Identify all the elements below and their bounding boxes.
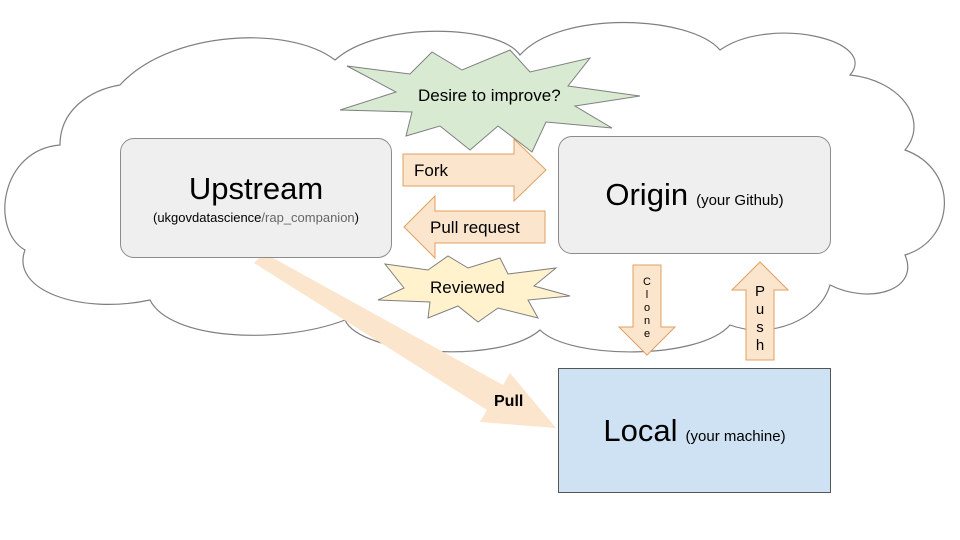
local-title: Local	[603, 412, 678, 448]
local-box: Local (your machine)	[558, 368, 831, 493]
cloud-shape	[4, 21, 945, 353]
pull-label: Pull	[494, 393, 524, 410]
reviewed-label: Reviewed	[430, 278, 505, 297]
push-letter: P	[754, 283, 765, 300]
clone-letter: o	[643, 302, 651, 314]
upstream-box: Upstream (ukgovdatascience/rap_companion…	[120, 138, 392, 258]
clone-letter: l	[645, 289, 649, 301]
push-letter: h	[755, 337, 765, 354]
desire-burst	[339, 49, 641, 153]
clone-letter: e	[643, 328, 651, 340]
origin-title: Origin	[605, 177, 689, 212]
upstream-title: Upstream	[188, 171, 324, 206]
upstream-repo-path: (ukgovdatascience/rap_companion)	[153, 210, 359, 225]
local-subtitle: (your machine)	[685, 427, 786, 445]
fork-arrow	[402, 137, 547, 203]
clone-letter: C	[643, 276, 651, 288]
pull-arrow	[254, 253, 556, 428]
pull-request-arrow	[403, 194, 546, 260]
origin-box: Origin (your Github)	[558, 136, 831, 254]
desire-label: Desire to improve?	[418, 86, 561, 105]
upstream-org: ukgovdatascience	[157, 210, 262, 225]
fork-label: Fork	[414, 161, 448, 180]
upstream-paren-close: )	[354, 210, 359, 225]
upstream-repo: rap_companion	[265, 210, 355, 225]
origin-subtitle: (your Github)	[696, 192, 784, 209]
upstream-separator: /	[261, 210, 266, 225]
push-letter: s	[756, 319, 764, 336]
clone-label: C l o n e	[641, 276, 653, 341]
push-letter: u	[755, 301, 765, 318]
push-arrow	[730, 261, 790, 361]
push-label: P u s h	[753, 283, 767, 355]
clone-letter: n	[643, 315, 651, 327]
reviewed-burst	[377, 255, 571, 323]
upstream-paren-open: (	[152, 210, 158, 225]
clone-arrow	[617, 264, 677, 356]
pull-request-label: Pull request	[430, 218, 520, 237]
